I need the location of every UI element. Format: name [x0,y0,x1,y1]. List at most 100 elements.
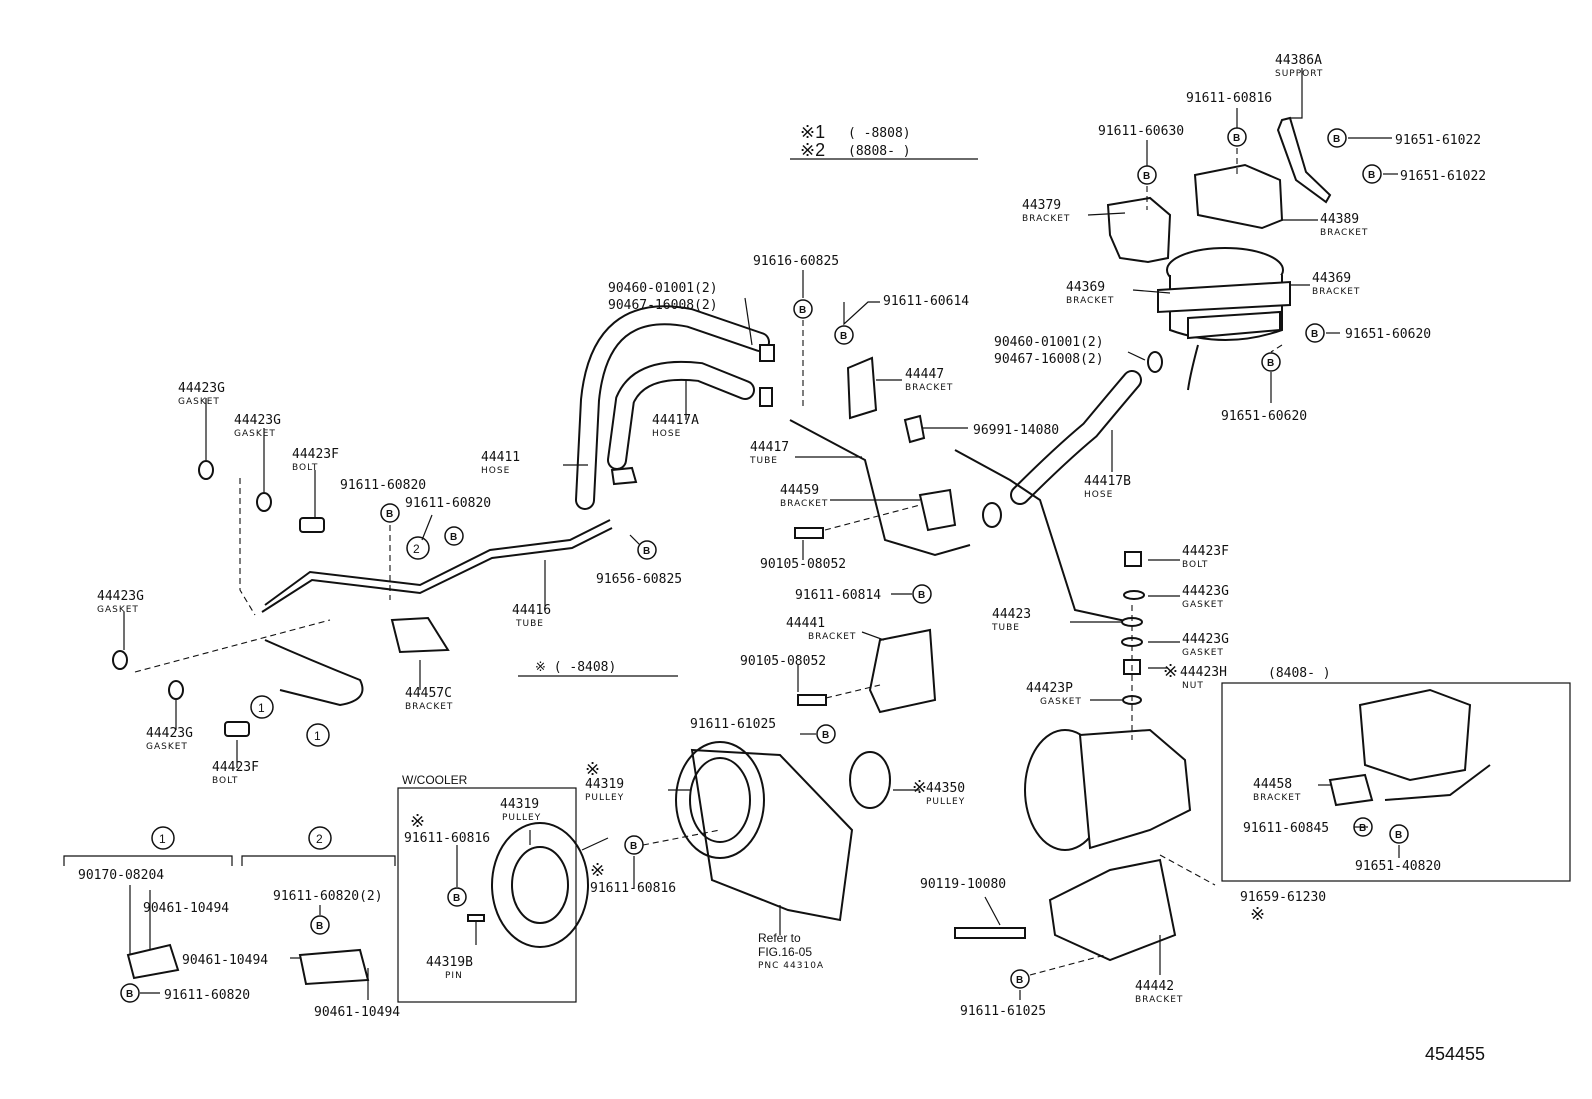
bolt-44423f-2 [224,721,250,737]
bolt-90105-a [794,527,824,539]
drive-belt [690,748,854,922]
bracket-44447 [846,356,878,420]
legend-mark-2: ※2 [800,140,825,160]
svg-text:GASKET: GASKET [97,605,139,615]
bolt-44423f-r [1124,551,1142,567]
bracket-44369-band-lower [1187,310,1281,340]
svg-text:B: B [822,730,829,741]
svg-text:HOSE: HOSE [481,466,510,476]
inset-frame [1221,682,1571,882]
bolt-90105-b [797,694,827,706]
fittings [390,344,1002,714]
bracket-44369-band-upper [1157,280,1291,314]
refer-line-3: PNC 44310A [758,961,824,971]
label-90467-right: 90467-16008(2) [994,352,1104,367]
svg-text:GASKET: GASKET [234,429,276,439]
mark-91611-60816-main: ※ [590,860,605,880]
label-90461-10494-c: 90461-10494 [314,1005,400,1020]
label-44319-main: 44319 [585,777,624,792]
legend-range-2: (8808- ) [848,144,911,159]
label-44458: 44458 [1253,777,1292,792]
svg-text:B: B [450,532,457,543]
label-90105-08052-b: 90105-08052 [740,654,826,669]
svg-text:BRACKET: BRACKET [905,383,953,393]
pulley-44350 [849,751,891,809]
label-91651-61022-a: 91651-61022 [1395,133,1481,148]
cooler-title: W/COOLER [402,773,468,787]
label-44423g-r1: 44423G [1182,584,1229,599]
svg-text:BRACKET: BRACKET [1135,995,1183,1005]
label-91611-60816-box: 91611-60816 [404,831,490,846]
label-44319-cooler: 44319 [500,797,539,812]
svg-text:B: B [918,590,925,601]
svg-text:PIN: PIN [445,971,463,981]
inset-pump [1358,688,1472,782]
support-44386a [1276,116,1332,204]
bracket-44442 [1048,858,1177,962]
legend-mark-1: ※1 [800,122,825,142]
gasket-44423g-3 [112,650,128,670]
svg-text:BRACKET: BRACKET [780,499,828,509]
svg-text:B: B [1267,358,1274,369]
label-44447: 44447 [905,367,944,382]
svg-text:B: B [840,331,847,342]
mark-91659-61230: ※ [1250,904,1265,924]
svg-text:B: B [1359,823,1366,834]
label-44319b: 44319B [426,955,473,970]
svg-text:BRACKET: BRACKET [1320,228,1368,238]
label-91611-60816-top: 91611-60816 [1186,91,1272,106]
gasket-44423g-2 [256,492,272,512]
svg-text:BRACKET: BRACKET [405,702,453,712]
label-44417b: 44417B [1084,474,1131,489]
group-boxes: 1 2 [63,826,396,986]
fitting-90460 [759,344,775,362]
svg-text:B: B [643,546,650,557]
label-91651-40820: 91651-40820 [1355,859,1441,874]
gasket-44423g-1 [198,460,214,480]
label-44369-left: 44369 [1066,280,1105,295]
hoses [575,305,1142,510]
svg-text:PULLEY: PULLEY [585,793,624,803]
svg-text:TUBE: TUBE [749,456,778,466]
svg-text:BRACKET: BRACKET [1022,214,1070,224]
svg-text:B: B [386,509,393,520]
label-91651-60620-a: 91651-60620 [1345,327,1431,342]
label-91611-60820-a: 91611-60820 [340,478,426,493]
label-44417: 44417 [750,440,789,455]
pulleys [467,728,1192,962]
label-96991: 96991-14080 [973,423,1059,438]
inset-tube [1384,764,1491,801]
refer-line-1: Refer to [758,931,801,945]
label-91611-61025-a: 91611-61025 [690,717,776,732]
bracket-44441 [868,628,937,714]
label-44423f-right: 44423F [1182,544,1229,559]
label-90461-10494-b: 90461-10494 [182,953,268,968]
label-90170-08204: 90170-08204 [78,868,164,883]
label-91616-60825: 91616-60825 [753,254,839,269]
svg-text:SUPPORT: SUPPORT [1275,69,1323,79]
svg-text:HOSE: HOSE [652,429,681,439]
label-90467-left: 90467-16008(2) [608,298,718,313]
label-44411: 44411 [481,450,520,465]
clamp-mid [982,502,1002,528]
label-44423g-1: 44423G [178,381,225,396]
label-91611-60820-2: 91611-60820(2) [273,889,383,904]
svg-text:NUT: NUT [1182,681,1204,691]
label-91651-61022-b: 91651-61022 [1400,169,1486,184]
label-44416: 44416 [512,603,551,618]
label-90119-10080: 90119-10080 [920,877,1006,892]
tube-44423 [954,449,1131,623]
label-44442: 44442 [1135,979,1174,994]
clamp-90461-b [298,948,370,986]
label-91611-60820-c: 91611-60820 [164,988,250,1003]
svg-text:B: B [1333,134,1340,145]
mark-91611-60816-box: ※ [410,811,425,831]
group-markers: 2 1 1 [250,536,430,747]
cooler-frame [397,787,577,1003]
mark-44350: ※ [912,777,927,797]
label-44457c: 44457C [405,686,452,701]
svg-text:GASKET: GASKET [178,397,220,407]
inset-bracket [1328,773,1374,807]
label-91611-60845: 91611-60845 [1243,821,1329,836]
